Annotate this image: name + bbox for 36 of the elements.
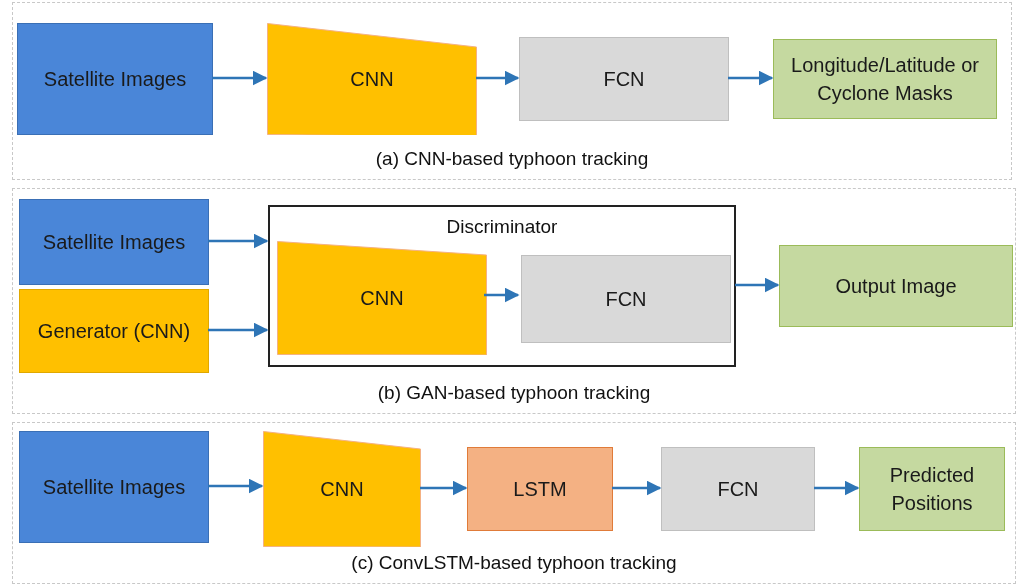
input-box: Satellite Images [19,431,209,543]
arrow [612,480,662,496]
process-box: FCN [521,255,731,343]
group-frame [268,205,736,367]
panel-caption: (c) ConvLSTM-based typhoon tracking [350,550,678,575]
arrow [735,277,780,293]
arrow [208,233,269,249]
output-box: Longitude/Latitude or Cyclone Masks [773,39,997,119]
block-label: CNN [360,286,404,311]
output-box: Predicted Positions [859,447,1005,531]
arrow [728,70,774,86]
output-box: Output Image [779,245,1013,327]
arrow [208,322,269,338]
process-box: FCN [661,447,815,531]
panel-caption: (a) CNN-based typhoon tracking [374,146,650,171]
arrow [476,70,520,86]
process-box: FCN [519,37,729,121]
panel-frame [12,422,1016,584]
arrow [484,287,520,303]
input-box: Satellite Images [19,199,209,285]
trapezoid-block [267,23,477,135]
arrow [420,480,468,496]
input-box: Satellite Images [17,23,213,135]
generator-box: Generator (CNN) [19,289,209,373]
arrow [208,478,264,494]
block-label: CNN [350,67,394,92]
panel-caption: (b) GAN-based typhoon tracking [376,380,652,405]
panel-frame [12,2,1012,180]
frame-title: Discriminator [445,215,559,239]
arrow [212,70,268,86]
process-box: LSTM [467,447,613,531]
arrow [814,480,860,496]
trapezoid-block [277,241,487,355]
block-label: CNN [320,477,364,502]
trapezoid-block [263,431,421,547]
panel-frame [12,188,1016,414]
